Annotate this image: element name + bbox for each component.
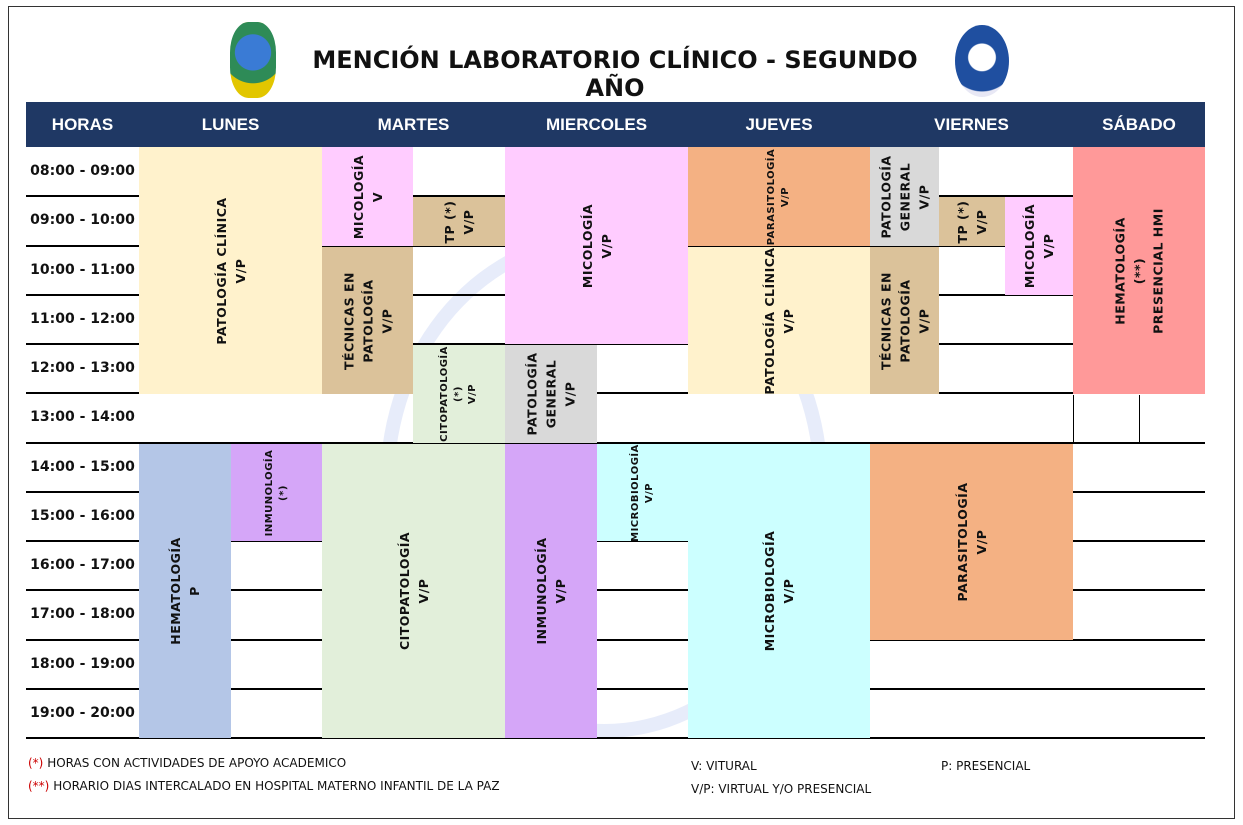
block-label: HEMATOLOGÍA P — [168, 537, 202, 645]
block-viernes-patologia-general: PATOLOGÍA GENERAL V/P — [870, 147, 939, 246]
row-divider — [26, 737, 1205, 739]
block-martes-micologia: MICOLOGÍA V — [322, 147, 413, 246]
block-sabado-hematologia: HEMATOLOGÍA (**) PRESENCIAL HMI — [1073, 147, 1205, 394]
block-label: PATOLOGÍA GENERAL V/P — [878, 154, 931, 239]
block-viernes-micologia: MICOLOGÍA V/P — [1005, 197, 1073, 295]
col-divider — [1073, 395, 1074, 443]
block-label: MICROBIOLOGÍA V/P — [629, 443, 655, 542]
block-label: TP (*) V/P — [442, 199, 476, 244]
block-jueves-parasitologia: PARASITOLOGÍA V/P — [688, 147, 870, 246]
page-frame — [8, 6, 1235, 819]
time-slot-label: 14:00 - 15:00 — [30, 458, 135, 475]
block-martes-tp: TP (*) V/P — [413, 197, 505, 246]
block-viernes-tecnicas: TÉCNICAS EN PATOLOGÍA V/P — [870, 247, 939, 394]
block-lunes-patologia-clinica: PATOLOGÍA CLÍNICA V/P — [139, 147, 322, 394]
time-slot-label: 11:00 - 12:00 — [30, 310, 135, 327]
block-lunes-inmunologia: INMUNOLOGÍA (*) — [231, 444, 322, 541]
block-label: INMUNOLOGÍA V/P — [534, 537, 568, 645]
block-label: MICOLOGÍA V — [350, 154, 385, 239]
legend-virtual-presencial: V/P: VIRTUAL Y/O PRESENCIAL — [691, 782, 872, 796]
time-slot-label: 17:00 - 18:00 — [30, 606, 135, 623]
block-label: HEMATOLOGÍA (**) PRESENCIAL HMI — [1112, 207, 1166, 334]
block-label: PATOLOGÍA CLÍNICA V/P — [213, 196, 248, 345]
time-slot-label: 18:00 - 19:00 — [30, 655, 135, 672]
row-divider — [26, 442, 1205, 444]
time-slot-label: 10:00 - 11:00 — [30, 261, 135, 278]
header-bar — [26, 102, 1205, 147]
block-viernes-tp: TP (*) V/P — [939, 197, 1005, 246]
header-viernes: VIERNES — [934, 115, 1009, 134]
time-slot-label: 13:00 - 14:00 — [30, 409, 135, 426]
time-slot-label: 08:00 - 09:00 — [30, 163, 135, 179]
faculty-logo-right — [955, 25, 1009, 97]
block-viernes-parasitologia: PARASITOLOGÍA V/P — [870, 444, 1073, 640]
time-slot-label: 09:00 - 10:00 — [30, 212, 135, 229]
block-miercoles-microbiologia: MICROBIOLOGÍA V/P — [597, 444, 688, 541]
block-label: CITOPATOLOGÍA V/P — [396, 531, 431, 651]
row-divider — [26, 639, 1205, 641]
block-lunes-hematologia: HEMATOLOGÍA P — [139, 444, 231, 738]
block-jueves-microbiologia: MICROBIOLOGÍA V/P — [688, 444, 870, 738]
block-label: INMUNOLOGÍA (*) — [263, 449, 289, 536]
block-martes-citopatologia: CITOPATOLOGÍA (*) V/P — [413, 345, 505, 443]
block-martes-citopatologia-tarde: CITOPATOLOGÍA V/P — [322, 444, 505, 738]
block-label: MICROBIOLOGÍA V/P — [762, 530, 796, 652]
block-miercoles-patologia-general: PATOLOGÍA GENERAL V/P — [505, 345, 597, 443]
header-jueves: JUEVES — [745, 115, 813, 134]
time-slot-label: 12:00 - 13:00 — [30, 360, 135, 376]
block-miercoles-inmunologia: INMUNOLOGÍA V/P — [505, 444, 597, 738]
block-label: PATOLOGÍA GENERAL V/P — [524, 352, 578, 436]
block-label: TÉCNICAS EN PATOLOGÍA V/P — [878, 271, 931, 370]
time-slot-label: 16:00 - 17:00 — [30, 557, 135, 573]
block-label: MICOLOGÍA V/P — [1022, 203, 1056, 289]
legend-presencial: P: PRESENCIAL — [941, 759, 1031, 773]
header-miercoles: MIERCOLES — [545, 115, 648, 134]
row-divider — [26, 343, 1205, 345]
time-slot-label: 19:00 - 20:00 — [30, 704, 135, 721]
university-logo-left — [230, 22, 276, 98]
block-label: PARASITOLOGÍA V/P — [766, 148, 791, 245]
row-divider — [26, 392, 1205, 394]
legend-star1: (*) HORAS CON ACTIVIDADES DE APOYO ACADE… — [28, 756, 347, 770]
col-divider — [1139, 395, 1140, 443]
header-lunes: LUNES — [201, 115, 260, 134]
row-divider — [26, 688, 1205, 690]
legend-star2: (**) HORARIO DIAS INTERCALADO EN HOSPITA… — [28, 779, 500, 793]
block-label: TÉCNICAS EN PATOLOGÍA V/P — [341, 271, 394, 370]
page-title: MENCIÓN LABORATORIO CLÍNICO - SEGUNDO AÑ… — [312, 46, 918, 102]
block-jueves-patologia-clinica: PATOLOGÍA CLÍNICA V/P — [688, 247, 870, 394]
block-martes-tecnicas: TÉCNICAS EN PATOLOGÍA V/P — [322, 247, 413, 394]
block-label: PARASITOLOGÍA V/P — [954, 482, 989, 602]
block-label: CITOPATOLOGÍA (*) V/P — [439, 346, 478, 442]
legend-virtual: V: VITURAL — [691, 759, 757, 773]
header-sabado: SÁBADO — [1102, 115, 1176, 134]
block-label: MICOLOGÍA V/P — [579, 203, 614, 288]
block-miercoles-micologia: MICOLOGÍA V/P — [505, 147, 688, 344]
header-horas: HORAS — [51, 115, 114, 134]
row-divider — [26, 540, 1205, 542]
time-slot-label: 15:00 - 16:00 — [30, 507, 135, 524]
header-martes: MARTES — [377, 115, 450, 134]
block-label: TP (*) V/P — [955, 199, 989, 244]
block-label: PATOLOGÍA CLÍNICA V/P — [762, 246, 796, 395]
row-divider — [26, 589, 1205, 591]
